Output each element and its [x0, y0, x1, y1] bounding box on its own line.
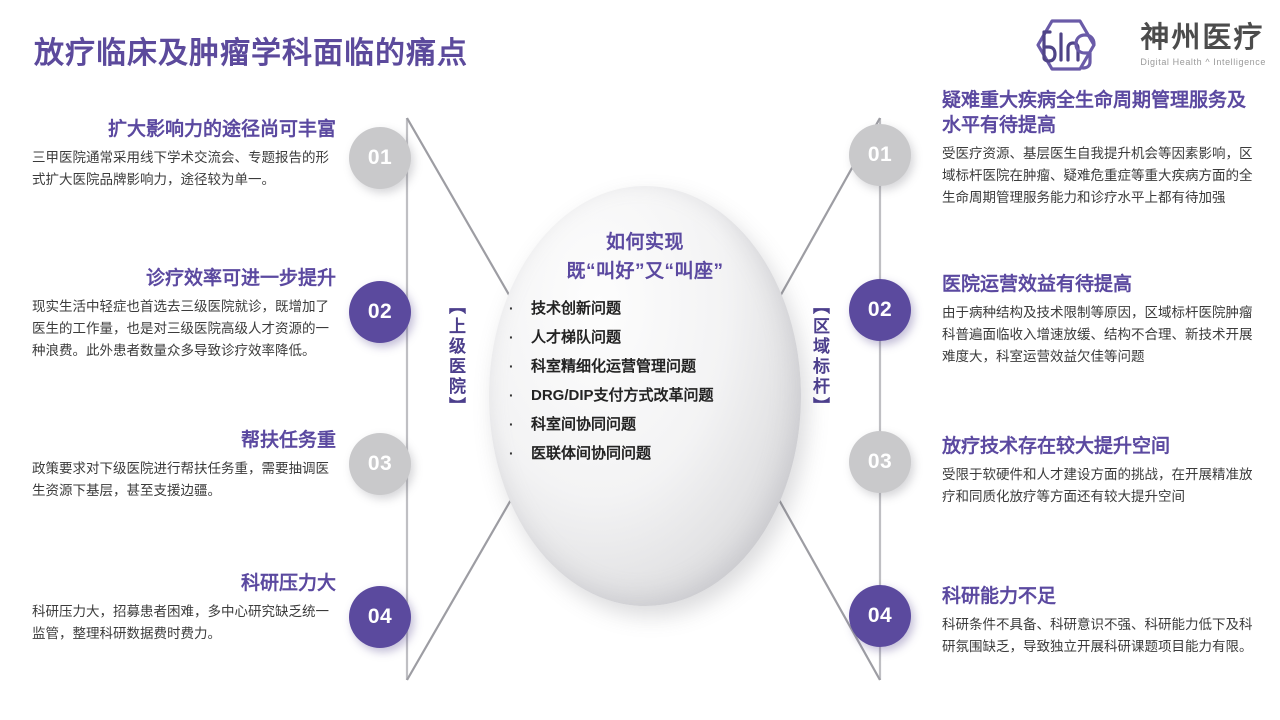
bullet-label: DRG/DIP支付方式改革问题	[531, 386, 714, 404]
left-item-01-body: 三甲医院通常采用线下学术交流会、专题报告的形式扩大医院品牌影响力，途径较为单一。	[32, 150, 329, 187]
left-badge-01[interactable]: 01	[349, 127, 411, 189]
right-badge-02[interactable]: 02	[849, 279, 911, 341]
left-item-04-title: 科研压力大	[240, 573, 336, 594]
right-item-04-title: 科研能力不足	[942, 586, 1057, 607]
bullet-glyph: ·	[509, 444, 514, 461]
bullet-glyph: ·	[509, 328, 514, 345]
list-item: · 人才梯队问题	[509, 330, 714, 345]
bullet-label: 科室精细化运营管理问题	[531, 357, 697, 375]
right-item-02-body: 由于病种结构及技术限制等原因，区域标杆医院肿瘤科普遍面临收入增速放缓、结构不合理…	[942, 305, 1253, 364]
right-item-03-body: 受限于软硬件和人才建设方面的挑战，在开展精准放疗和同质化放疗等方面还有较大提升空…	[942, 467, 1253, 504]
list-item: · 科室间协同问题	[509, 417, 714, 432]
logo-company-name: 神州医疗	[1140, 22, 1265, 55]
bullet-label: 技术创新问题	[531, 299, 622, 317]
left-item-01-title: 扩大影响力的途径尚可丰富	[107, 119, 336, 140]
right-item-02-title: 医院运营效益有待提高	[942, 274, 1133, 295]
brand-logo: 神州医疗 Digital Health ^ Intelligence	[1024, 16, 1266, 74]
list-item: · 医联体间协同问题	[509, 446, 714, 461]
right-axis-label: 【区域标杆】	[810, 297, 829, 417]
center-heading-line2: 既“叫好”又“叫座”	[566, 261, 724, 283]
left-badge-02[interactable]: 02	[349, 281, 411, 343]
left-badge-03[interactable]: 03	[349, 433, 411, 495]
left-item-01: 扩大影响力的途径尚可丰富 三甲医院通常采用线下学术交流会、专题报告的形式扩大医院…	[32, 117, 336, 191]
left-badge-04[interactable]: 04	[349, 586, 411, 648]
left-item-03: 帮扶任务重 政策要求对下级医院进行帮扶任务重，需要抽调医生资源下基层，甚至支援边…	[32, 428, 336, 502]
center-oval: 如何实现 既“叫好”又“叫座” · 技术创新问题 · 人才梯队问题 · 科室精细化运营…	[489, 186, 801, 606]
left-item-04-body: 科研压力大，招募患者困难，多中心研究缺乏统一监管，整理科研数据费时费力。	[32, 604, 329, 641]
left-item-04: 科研压力大 科研压力大，招募患者困难，多中心研究缺乏统一监管，整理科研数据费时费…	[32, 571, 336, 645]
left-item-02: 诊疗效率可进一步提升 现实生活中轻症也首选去三级医院就诊，既增加了医生的工作量，…	[32, 266, 336, 362]
left-axis-label: 【上级医院】	[446, 297, 465, 417]
center-heading-line1: 如何实现	[605, 232, 684, 253]
list-item: · 科室精细化运营管理问题	[509, 359, 714, 374]
right-item-03-title: 放疗技术存在较大提升空间	[942, 436, 1171, 457]
right-item-04-body: 科研条件不具备、科研意识不强、科研能力低下及科研氛围缺乏，导致独立开展科研课题项…	[942, 617, 1253, 654]
right-item-01-title: 疑难重大疾病全生命周期管理服务及水平有待提高	[942, 90, 1247, 137]
bullet-label: 医联体间协同问题	[531, 444, 652, 462]
logo-text: 神州医疗 Digital Health ^ Intelligence	[1140, 22, 1266, 67]
right-badge-01[interactable]: 01	[849, 124, 911, 186]
bhq-hexagon-monogram-icon	[1036, 19, 1096, 71]
bullet-glyph: ·	[509, 299, 514, 316]
left-item-03-body: 政策要求对下级医院进行帮扶任务重，需要抽调医生资源下基层，甚至支援边疆。	[32, 461, 329, 498]
left-item-03-title: 帮扶任务重	[240, 430, 336, 451]
page-title: 放疗临床及肿瘤学科面临的痛点	[34, 37, 468, 70]
logo-tagline: Digital Health ^ Intelligence	[1140, 56, 1266, 67]
right-item-01: 疑难重大疾病全生命周期管理服务及水平有待提高 受医疗资源、基层医生自我提升机会等…	[942, 88, 1258, 209]
bullet-glyph: ·	[509, 386, 514, 403]
right-item-04: 科研能力不足 科研条件不具备、科研意识不强、科研能力低下及科研氛围缺乏，导致独立…	[942, 584, 1258, 658]
left-item-02-title: 诊疗效率可进一步提升	[145, 268, 336, 289]
left-item-02-body: 现实生活中轻症也首选去三级医院就诊，既增加了医生的工作量，也是对三级医院高级人才…	[32, 299, 329, 358]
right-item-02: 医院运营效益有待提高 由于病种结构及技术限制等原因，区域标杆医院肿瘤科普遍面临收…	[942, 272, 1258, 368]
center-bullet-list: · 技术创新问题 · 人才梯队问题 · 科室精细化运营管理问题 · DRG/DIP支付方…	[509, 301, 714, 475]
bullet-label: 人才梯队问题	[531, 328, 622, 346]
right-item-01-body: 受医疗资源、基层医生自我提升机会等因素影响，区域标杆医院在肿瘤、疑难危重症等重大…	[942, 146, 1253, 205]
list-item: · DRG/DIP支付方式改革问题	[509, 388, 714, 403]
right-badge-03[interactable]: 03	[849, 431, 911, 493]
center-heading: 如何实现 既“叫好”又“叫座”	[566, 228, 723, 287]
bullet-label: 科室间协同问题	[531, 415, 637, 433]
right-item-03: 放疗技术存在较大提升空间 受限于软硬件和人才建设方面的挑战，在开展精准放疗和同质…	[942, 434, 1258, 508]
bullet-glyph: ·	[509, 415, 514, 432]
bullet-glyph: ·	[509, 357, 514, 374]
list-item: · 技术创新问题	[509, 301, 714, 316]
right-badge-04[interactable]: 04	[849, 585, 911, 647]
